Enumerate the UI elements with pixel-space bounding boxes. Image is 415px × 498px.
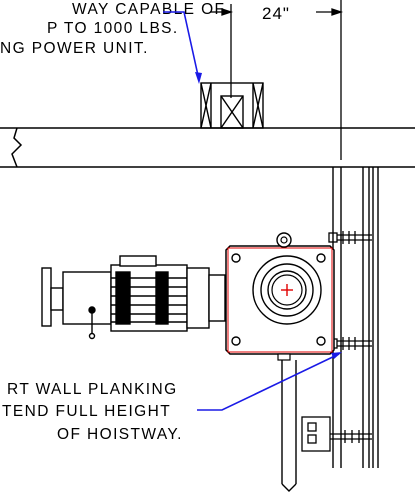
- lower-bracket: [301, 416, 372, 452]
- bottom-note-leader-arrowhead: [331, 352, 342, 359]
- top-note-line-3: NG POWER UNIT.: [0, 40, 149, 57]
- bottom-note-line-3: OF HOISTWAY.: [57, 426, 183, 443]
- dimension-24: [210, 0, 344, 160]
- top-note-leader-arrowhead: [195, 72, 202, 84]
- overhead-beam: [0, 127, 415, 168]
- top-note-line-2: P TO 1000 LBS.: [47, 20, 179, 37]
- dimension-label: 24": [262, 4, 290, 23]
- top-note-leader: [163, 11, 200, 81]
- bottom-note-line-2: TEND FULL HEIGHT: [2, 403, 171, 420]
- bottom-note-line-1: RT WALL PLANKING: [7, 381, 178, 398]
- bottom-note-leader: [197, 353, 340, 411]
- top-note-line-1: WAY CAPABLE OF: [72, 1, 225, 18]
- bottom-note: RT WALL PLANKING TEND FULL HEIGHT OF HOI…: [2, 381, 183, 443]
- top-note: WAY CAPABLE OF P TO 1000 LBS. NG POWER U…: [0, 1, 225, 57]
- wall-anchor-upper: [328, 231, 372, 244]
- rail-block: [200, 82, 264, 129]
- drum-housing: [225, 232, 335, 361]
- wall-anchor-lower: [328, 337, 372, 350]
- hoistway-wall: [332, 167, 379, 468]
- motor-assembly: [41, 255, 226, 340]
